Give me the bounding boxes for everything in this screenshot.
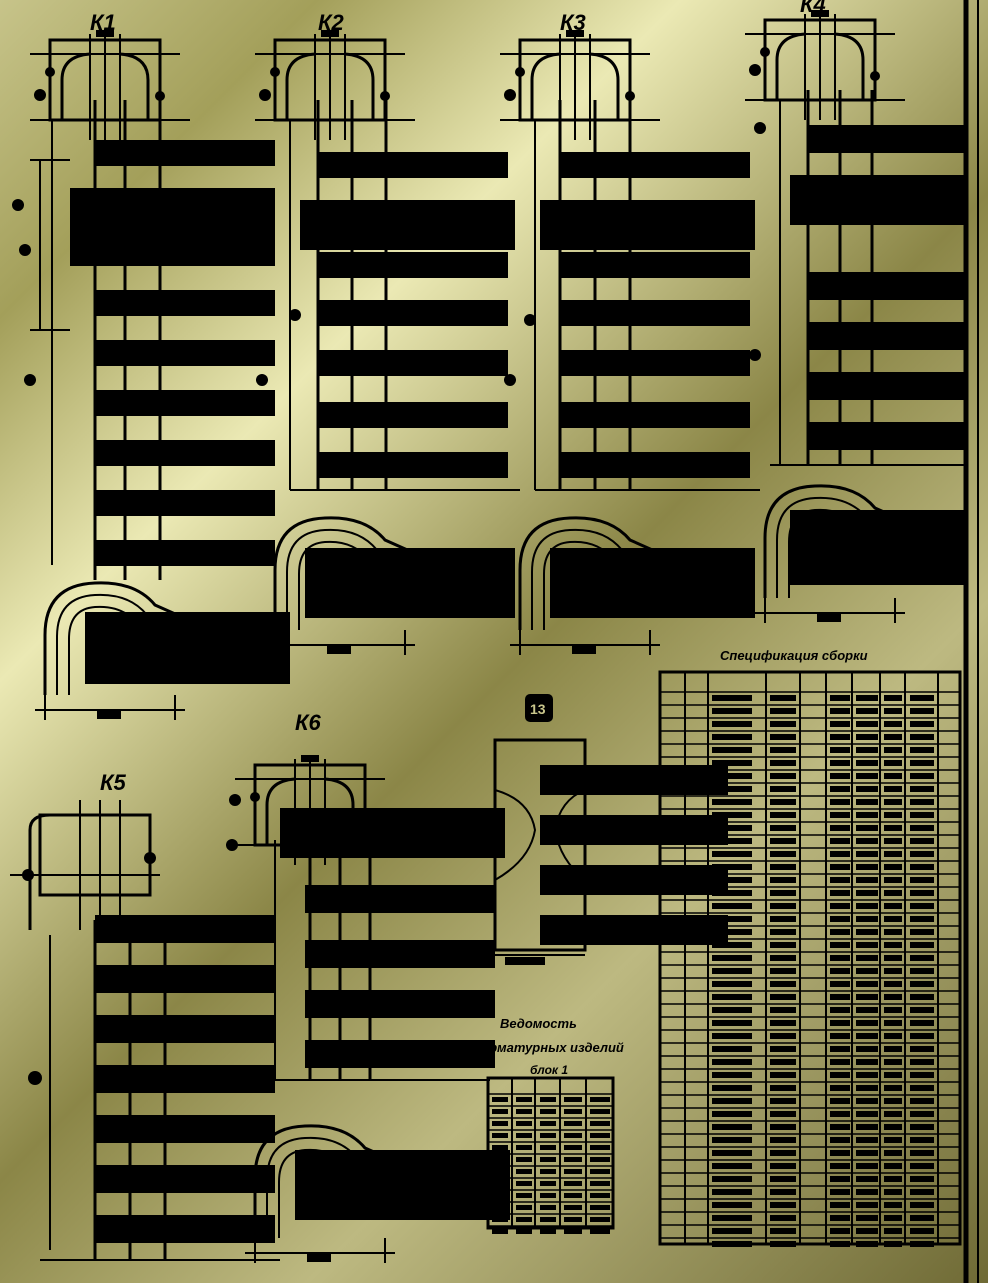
cage-drawing-k1: К1	[12, 10, 275, 580]
cage-drawing-k2: К2	[253, 10, 520, 491]
cage-drawing-k6: К6	[226, 710, 505, 1081]
label-k2: К2	[318, 10, 345, 35]
label-k6: К6	[295, 710, 322, 735]
cage-drawing-k4: К4	[743, 0, 966, 466]
spec-table-title: Спецификация сборки	[720, 648, 868, 663]
cage-drawing-k3: К3	[498, 10, 760, 491]
cage-drawing-k5: К5	[10, 770, 280, 1261]
node-detail-13: 13	[493, 694, 728, 965]
label-k4: К4	[800, 0, 826, 17]
label-k3: К3	[560, 10, 586, 35]
schedule-caption-line-3: блок 1	[530, 1063, 568, 1077]
schedule-caption-line-1: Ведомость	[500, 1016, 577, 1031]
bent-bar-detail-3	[508, 516, 755, 657]
node-marker: 13	[530, 701, 546, 717]
bent-bar-detail-2	[263, 516, 515, 657]
bent-bar-detail-5	[243, 1124, 510, 1265]
schedule-caption-line-2: арматурных изделий	[482, 1040, 624, 1055]
label-k1: К1	[90, 10, 116, 35]
specification-table: Спецификация сборки	[658, 648, 962, 1247]
rebar-schedule: Ведомость арматурных изделий блок 1	[482, 1016, 624, 1234]
label-k5: К5	[100, 770, 127, 795]
bent-bar-detail-1	[33, 581, 290, 722]
bent-bar-detail-4	[753, 484, 967, 625]
